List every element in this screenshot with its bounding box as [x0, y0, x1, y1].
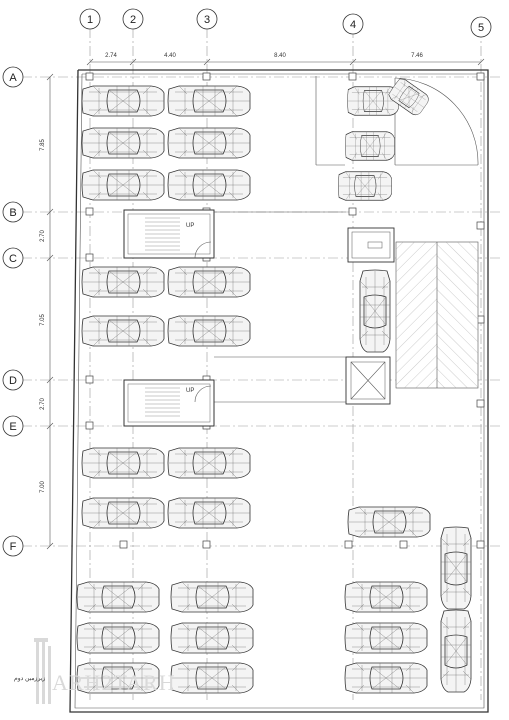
car: [167, 169, 251, 201]
car: [347, 506, 431, 538]
car: [344, 662, 428, 694]
car: [167, 315, 251, 347]
row-label-e: E: [9, 421, 16, 433]
elevator-shafts: [214, 211, 395, 405]
car: [81, 266, 165, 298]
car: [170, 581, 254, 613]
row-axis-labels: A B C D E F: [2, 66, 24, 557]
stairwell-2: UP: [123, 379, 215, 427]
car: [344, 622, 428, 654]
car: [170, 662, 254, 694]
dim-col-3-4: 8.40: [274, 53, 286, 59]
car: [167, 127, 251, 159]
row-dimensions: 7.85 2.70 7.05 2.70 7.00: [40, 73, 54, 550]
car: [76, 581, 160, 613]
row-label-d: D: [9, 375, 17, 387]
car: [81, 447, 165, 479]
column-axis-labels: 1 2 3 4 5: [79, 8, 492, 38]
car: [167, 85, 251, 117]
dim-col-4-5: 7.46: [411, 53, 423, 59]
column-label-5: 5: [478, 22, 484, 34]
car: [345, 131, 395, 161]
row-label-b: B: [9, 207, 16, 219]
dim-col-2-3: 4.40: [164, 53, 176, 59]
car: [167, 266, 251, 298]
stair-up-label-1: UP: [186, 223, 194, 229]
dim-row-d-e: 2.70: [40, 398, 46, 410]
row-label-a: A: [9, 72, 17, 84]
dim-row-b-c: 2.70: [40, 230, 46, 242]
row-label-f: F: [10, 541, 17, 553]
column-label-4: 4: [350, 19, 356, 31]
dim-row-c-d: 7.05: [40, 314, 46, 326]
ramp-area: [315, 76, 479, 389]
dim-col-1-2: 2.74: [105, 53, 117, 59]
car: [441, 527, 471, 609]
dim-row-a-b: 7.85: [40, 139, 46, 151]
row-label-c: C: [9, 253, 17, 265]
car: [81, 85, 165, 117]
car: [337, 171, 393, 201]
car: [81, 169, 165, 201]
floor-caption: زیرزمین دوم: [14, 676, 45, 682]
car: [441, 610, 471, 692]
column-label-1: 1: [87, 14, 93, 26]
car: [344, 581, 428, 613]
car: [360, 270, 390, 352]
car: [167, 497, 251, 529]
watermark-logo: ARH2TARH: [34, 638, 176, 704]
car: [170, 622, 254, 654]
dim-row-e-f: 7.00: [40, 481, 46, 493]
stairwell-1: UP: [123, 209, 215, 259]
stair-up-label-2: UP: [186, 388, 194, 394]
column-label-3: 3: [204, 14, 210, 26]
watermark-text: ARH2TARH: [52, 670, 176, 695]
car: [81, 497, 165, 529]
car: [167, 447, 251, 479]
column-label-2: 2: [130, 14, 136, 26]
car: [81, 127, 165, 159]
column-dimensions: 2.74 4.40 8.40 7.46: [86, 53, 485, 66]
car: [81, 315, 165, 347]
car: [76, 622, 160, 654]
